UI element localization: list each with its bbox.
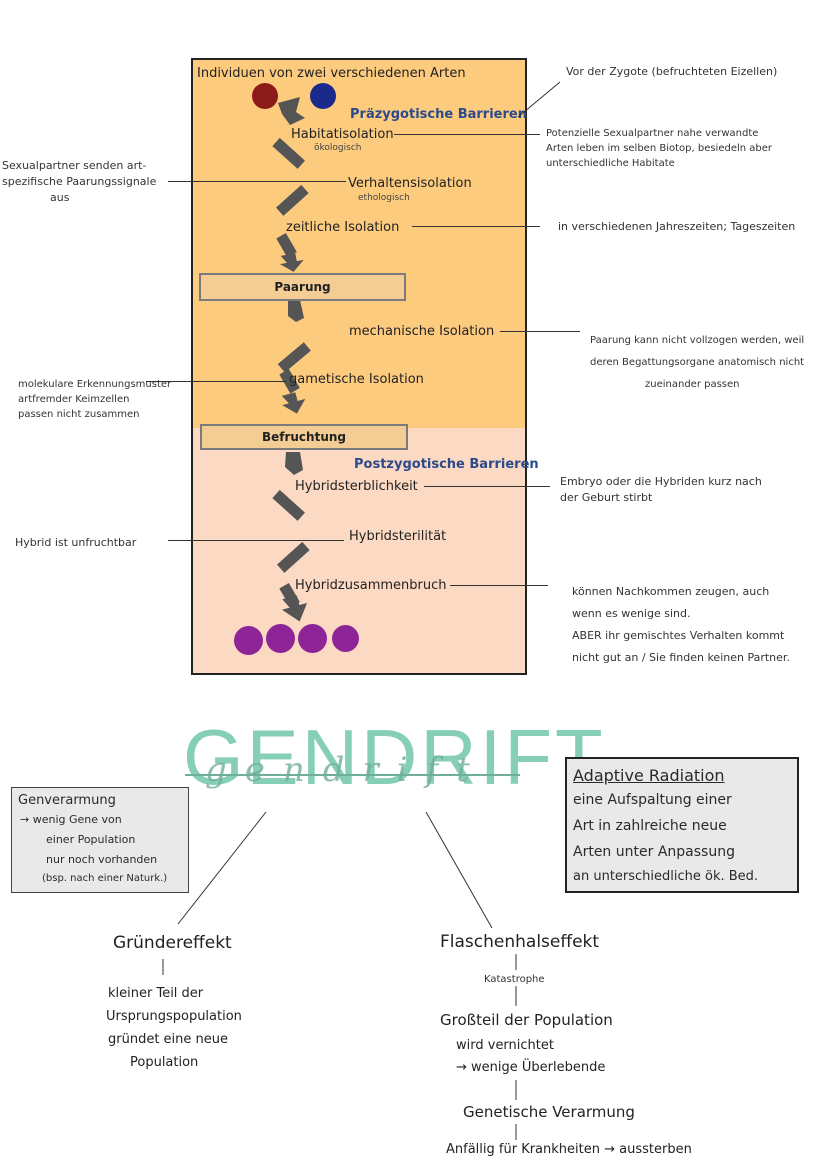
genverarmung-line: einer Population: [46, 833, 136, 846]
gruender-effekt: Gründereffekt: [113, 933, 232, 953]
hybrid-circle: [266, 624, 295, 653]
genetische-verarmung: Genetische Verarmung: [463, 1103, 635, 1121]
step-habitat: Habitatisolation: [291, 127, 394, 142]
note-sterblich: Embryo oder die Hybriden kurz nach der G…: [560, 475, 762, 504]
connector-line: [424, 486, 550, 487]
connector-line: [168, 181, 346, 182]
adaptive-line: an unterschiedliche ök. Bed.: [573, 869, 759, 884]
connector-line: [394, 134, 540, 135]
species-b-circle: [310, 83, 336, 109]
grossteil-label: Großteil der Population: [440, 1011, 613, 1029]
note-zusammen: können Nachkommen zeugen, auch wenn es w…: [572, 585, 790, 664]
connector-diagonal: [517, 81, 561, 118]
adaptive-line: Arten unter Anpassung: [573, 844, 735, 860]
step-zusammen: Hybridzusammenbruch: [295, 578, 447, 593]
arrow-segment: [277, 342, 311, 373]
step-verhalten-sub: ethologisch: [358, 193, 410, 203]
stage-befruchtung: Befruchtung: [200, 424, 408, 450]
arrow-segment: [288, 300, 304, 322]
connector-line: [500, 331, 580, 332]
hybrid-circle: [332, 625, 359, 652]
step-zeit: zeitliche Isolation: [286, 220, 400, 235]
adaptive-line: Art in zahlreiche neue: [573, 818, 727, 834]
arrow-segment: [272, 137, 305, 169]
genverarmung-line: nur noch vorhanden: [46, 853, 158, 866]
step-mech: mechanische Isolation: [349, 324, 495, 339]
note-gamet: molekulare Erkennungsmuster artfremder K…: [18, 379, 172, 420]
connector-line: [146, 381, 286, 382]
gendrift-title: GENDRIFT: [183, 713, 606, 801]
arrow-head-top: [278, 97, 305, 125]
arrow-segment: [276, 184, 309, 216]
adaptive-radiation-box: Adaptive Radiation eine Aufspaltung eine…: [565, 757, 799, 893]
connector-line: [168, 540, 344, 541]
genverarmung-line: → wenig Gene von: [20, 813, 122, 826]
arrow-segment: [279, 368, 300, 394]
grossteil-desc: wird vernichtet: [456, 1038, 554, 1053]
genverarmung-line: (bsp. nach einer Naturk.): [42, 873, 168, 884]
connector-line: [412, 226, 540, 227]
step-gamet: gametische Isolation: [289, 372, 424, 387]
hybrid-circle: [234, 626, 263, 655]
note-zygote: Vor der Zygote (befruchteten Eizellen): [566, 65, 778, 78]
note-zeit: in verschiedenen Jahreszeiten; Tageszeit…: [558, 220, 796, 233]
arrow-head: [281, 392, 306, 414]
adaptive-line: eine Aufspaltung einer: [573, 792, 732, 808]
genverarmung-box: Genverarmung → wenig Gene von einer Popu…: [11, 787, 189, 893]
flaschenhals-effekt: Flaschenhalseffekt: [440, 932, 600, 952]
stage-paarung: Paarung: [199, 273, 406, 301]
arrow-head: [281, 595, 308, 622]
step-habitat-sub: ökologisch: [314, 143, 362, 153]
species-a-circle: [252, 83, 278, 109]
connector-line: [450, 585, 548, 586]
arrow-segments: [272, 97, 311, 622]
step-verhalten: Verhaltensisolation: [348, 176, 472, 191]
gendrift-cursive: gendrift: [205, 750, 488, 790]
gendrift-underline: [185, 774, 520, 776]
arrow-head: [280, 253, 304, 272]
arrow-segment: [276, 232, 297, 258]
prezygotic-label: Präzygotische Barrieren: [350, 107, 527, 122]
note-habitat: Potenzielle Sexualpartner nahe verwandte…: [546, 128, 773, 169]
diagram-title: Individuen von zwei verschiedenen Arten: [197, 66, 466, 81]
ueberlebende-label: → wenige Überlebende: [456, 1060, 606, 1075]
postzygotic-label: Postzygotische Barrieren: [354, 457, 539, 472]
note-verhalten: Sexualpartner senden art- spezifische Pa…: [2, 159, 157, 204]
gruender-desc: kleiner Teil der Ursprungspopulation grü…: [106, 986, 242, 1070]
arrow-segment: [285, 452, 303, 475]
note-mech: Paarung kann nicht vollzogen werden, wei…: [590, 335, 805, 390]
note-steril: Hybrid ist unfruchtbar: [15, 536, 137, 549]
arrow-segment: [272, 489, 305, 521]
anfaellig-label: Anfällig für Krankheiten → aussterben: [446, 1142, 692, 1157]
prezygotic-area: [193, 60, 525, 428]
step-sterblich: Hybridsterblichkeit: [295, 479, 418, 494]
arrow-path: [272, 97, 311, 622]
step-steril: Hybridsterilität: [349, 529, 447, 544]
arrow-segment: [277, 541, 310, 573]
adaptive-title: Adaptive Radiation: [573, 766, 725, 785]
hybrid-circle: [298, 624, 327, 653]
katastrophe-label: Katastrophe: [484, 974, 545, 985]
genverarmung-title: Genverarmung: [18, 793, 116, 808]
